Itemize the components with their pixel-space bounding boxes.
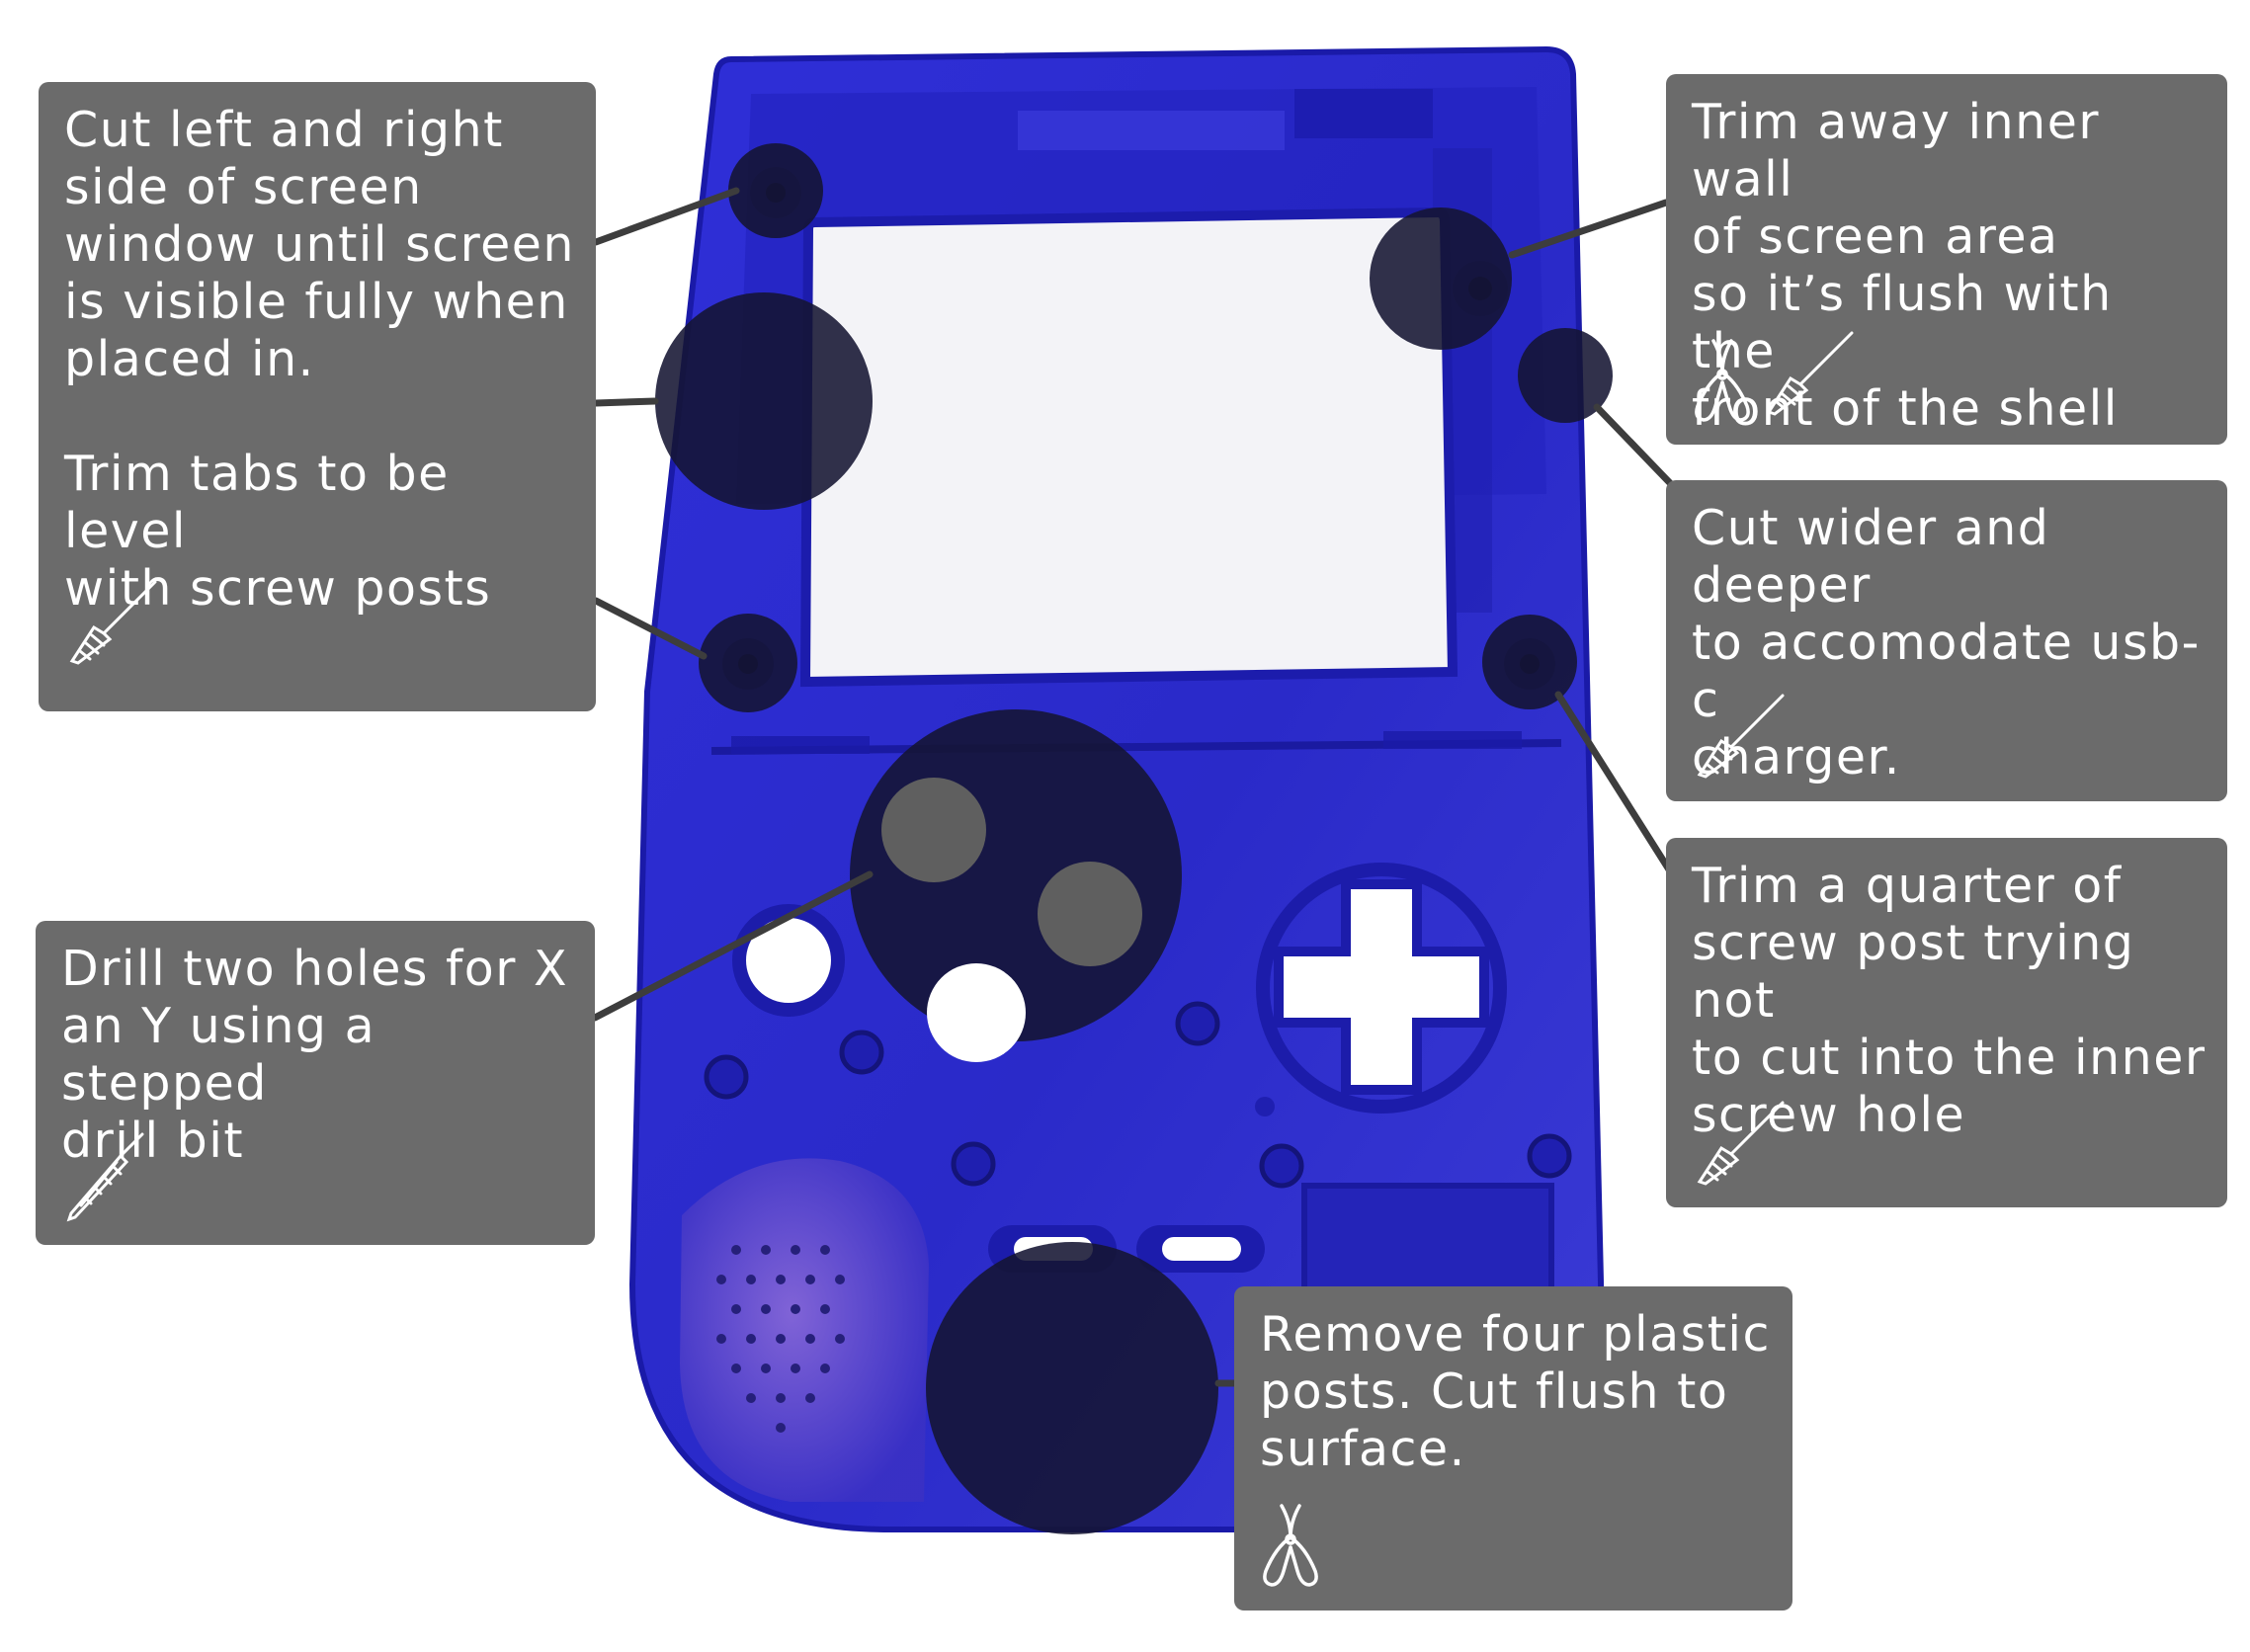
scalpel-icon <box>1697 694 1785 779</box>
note-line: to cut into the inner <box>1692 1030 2207 1086</box>
speaker-grille <box>680 1158 929 1502</box>
highlight-usb-c <box>1518 328 1613 423</box>
highlight-top-left-post <box>728 143 823 238</box>
note-line: Cut wider and deeper <box>1692 500 2050 614</box>
scalpel-icon <box>1697 1101 1785 1186</box>
note-drill-holes: Drill two holes for X an Y using a stepp… <box>36 921 595 1245</box>
note-inner-wall: Trim away inner wall of screen area so i… <box>1666 74 2227 445</box>
note-line: Trim a quarter of <box>1692 858 2123 914</box>
flush-cutter-icon <box>1695 339 1750 422</box>
note-line: screw post trying not <box>1692 915 2135 1029</box>
note-line: to accomodate usb-c <box>1692 615 2201 728</box>
note-line: screw hole <box>1692 1087 1966 1143</box>
note-line: so it’s flush with the <box>1692 266 2113 379</box>
note-screw-post: Trim a quarter of screw post trying not … <box>1666 838 2227 1207</box>
note-line: charger. <box>1692 729 1901 785</box>
dpad-opening <box>1256 863 1507 1114</box>
screen-window <box>799 206 1458 688</box>
note-line: posts. Cut flush to <box>1260 1363 1729 1420</box>
scalpel-icon <box>69 580 157 665</box>
note-usb-c: Cut wider and deeper to accomodate usb-c… <box>1666 480 2227 801</box>
note-line: an Y using a stepped <box>61 998 376 1112</box>
highlight-mid-right-post <box>1482 615 1577 709</box>
scalpel-icon <box>1766 331 1854 416</box>
drill-hole-marks <box>881 778 1142 1062</box>
note-plastic-posts: Remove four plastic posts. Cut flush to … <box>1234 1286 1792 1611</box>
note-line: surface. <box>1260 1421 1466 1477</box>
note-line: with screw posts <box>64 560 492 617</box>
note-line: is visible fully when <box>64 274 569 330</box>
note-line: drill bit <box>61 1113 245 1169</box>
note-line: of screen area <box>1692 208 2059 265</box>
note-screen-window: Cut left and right side of screen window… <box>39 82 596 711</box>
note-line: front of the shell <box>1692 380 2119 437</box>
note-line: Cut left and right <box>64 102 504 158</box>
note-line: placed in. <box>64 331 315 387</box>
small-posts <box>704 1001 1572 1189</box>
top-slot <box>1294 89 1433 138</box>
highlight-plastic-posts <box>926 1242 1218 1534</box>
note-line: Trim tabs to be level <box>64 446 450 559</box>
note-line: window until screen <box>64 216 575 273</box>
top-ridge <box>1018 111 1285 150</box>
note-line: Drill two holes for X <box>61 941 569 997</box>
highlight-left-tabs <box>655 292 873 510</box>
note-line: side of screen <box>64 159 423 215</box>
leader-lines <box>591 187 1678 1387</box>
highlight-mid-left-post <box>699 614 797 712</box>
flush-cutter-icon <box>1263 1504 1318 1587</box>
ab-button-hole <box>732 904 845 1017</box>
highlight-inner-wall <box>1370 207 1512 350</box>
note-line: Remove four plastic <box>1260 1306 1771 1363</box>
note-line: Trim away inner wall <box>1692 94 2101 207</box>
step-drill-bit-icon <box>66 1132 144 1222</box>
